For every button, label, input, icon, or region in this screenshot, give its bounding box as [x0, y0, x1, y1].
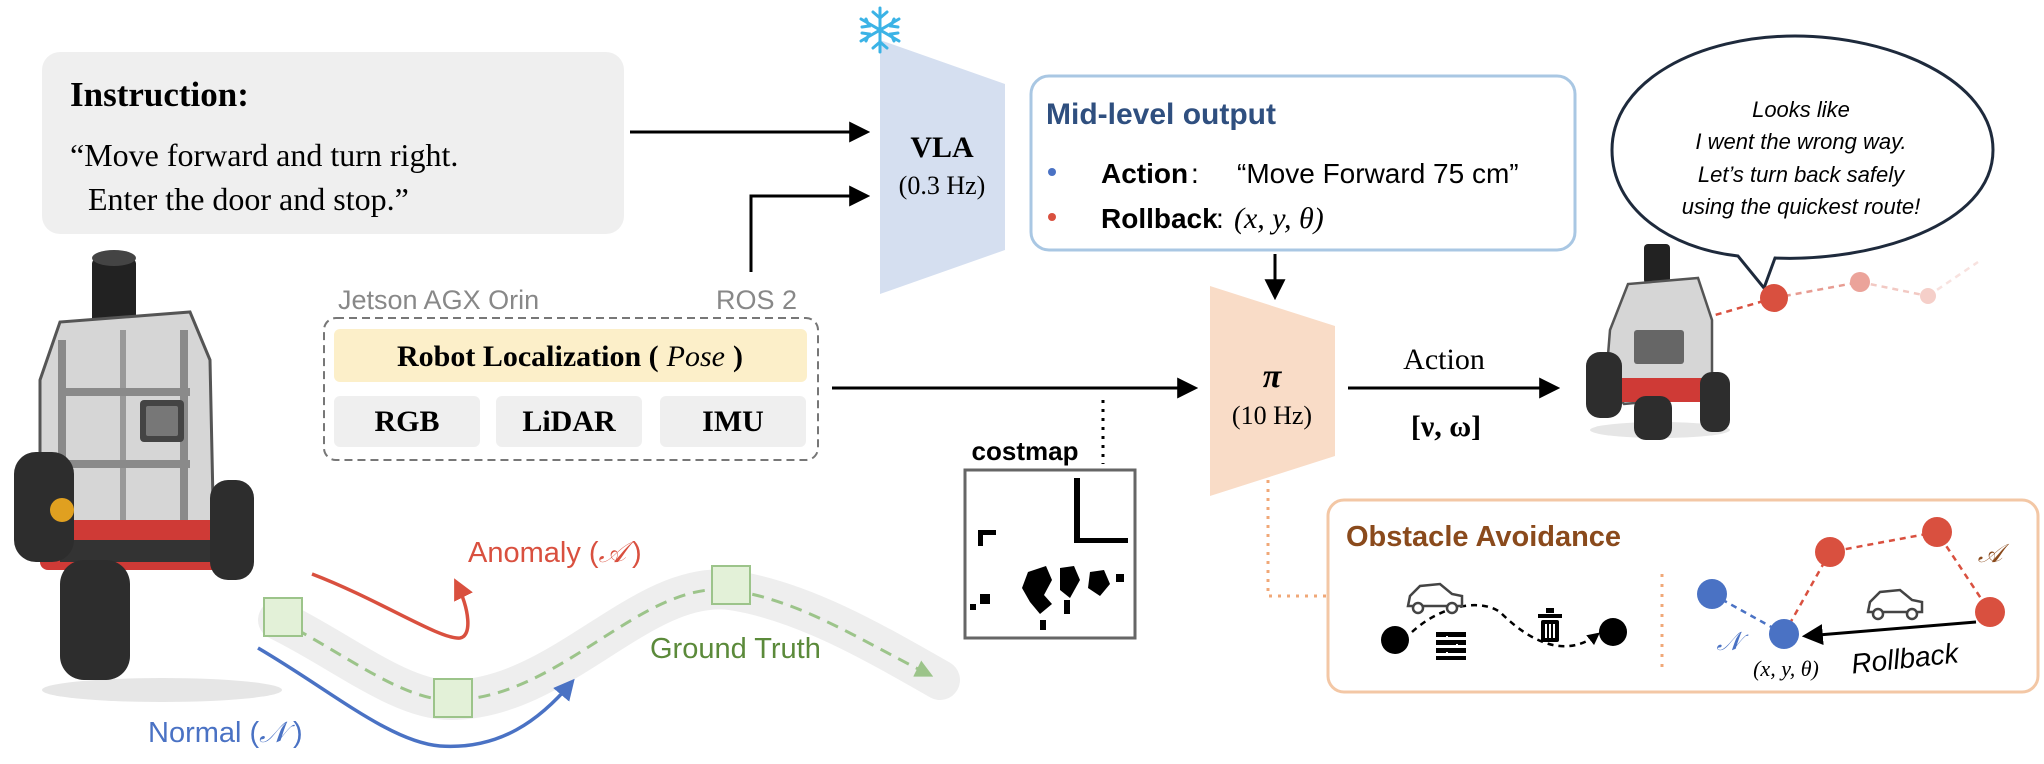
policy-block: π (10 Hz)	[1210, 286, 1335, 496]
obstacle-avoidance-box: Obstacle Avoidance	[1326, 498, 2040, 694]
start-node	[1381, 626, 1409, 654]
speech-line-2: I went the wrong way.	[1695, 129, 1906, 154]
costmap-image	[963, 468, 1137, 640]
ros2-label: ROS 2	[716, 285, 797, 315]
speech-line-4: using the quickest route!	[1682, 194, 1920, 219]
mid-level-rollback-label: Rollback	[1101, 203, 1218, 234]
policy-rate: (10 Hz)	[1232, 401, 1312, 430]
jetson-label: Jetson AGX Orin	[338, 285, 539, 315]
obstacle-pose: (x, y, θ)	[1753, 656, 1819, 681]
ground-truth-waypoint-2	[433, 678, 473, 718]
ground-truth-waypoint-1	[263, 597, 303, 637]
speech-line-3: Let’s turn back safely	[1698, 162, 1906, 187]
brick-wall-icon	[1436, 632, 1466, 660]
snowflake-icon	[859, 6, 901, 54]
policy-output-value: [ν, ω]	[1411, 410, 1481, 443]
anomaly-trajectory	[311, 572, 473, 640]
mid-level-rollback-value: (x, y, θ)	[1234, 202, 1324, 235]
anomaly-node-3	[1975, 597, 2005, 627]
vla-rate: (0.3 Hz)	[899, 171, 986, 200]
anomaly-node-2	[1922, 517, 1952, 547]
obstacle-title: Obstacle Avoidance	[1346, 521, 1621, 553]
rollback-waypoint-1	[1760, 284, 1788, 312]
anomaly-label: Anomaly (𝒜)	[468, 537, 642, 569]
mid-level-title: Mid-level output	[1046, 98, 1276, 131]
speech-bubble: Looks like I went the wrong way. Let’s t…	[1610, 34, 1995, 291]
rollback-waypoint-2	[1850, 272, 1870, 292]
instruction-box: Instruction: “Move forward and turn righ…	[42, 52, 624, 234]
rollback-trail	[1773, 280, 1861, 300]
policy-output-label: Action	[1403, 343, 1485, 376]
ground-truth-waypoint-3	[711, 565, 751, 605]
ground-truth-corridor	[258, 569, 960, 721]
costmap-label: costmap	[972, 436, 1079, 466]
mid-level-action-value: “Move Forward 75 cm”	[1237, 158, 1519, 189]
mid-level-rollback-colon: :	[1216, 203, 1224, 234]
car-icon	[1406, 582, 1464, 615]
trajectory-panel: Anomaly (𝒜) Normal (𝒩) Ground Truth	[148, 537, 960, 749]
localization-bar	[334, 329, 807, 382]
normal-trajectory	[257, 646, 575, 749]
vla-title: VLA	[910, 131, 974, 164]
instruction-line-1: “Move forward and turn right.	[70, 137, 458, 173]
ros-to-vla-arrow	[749, 185, 871, 272]
instruction-line-2: Enter the door and stop.”	[88, 181, 409, 217]
rollback-trail	[1927, 260, 1979, 298]
trash-can-icon	[1538, 608, 1562, 642]
rollback-target-node	[1769, 619, 1799, 649]
goal-node	[1599, 618, 1627, 646]
sensor-box: Robot Localization (Pose) RGB LiDAR IMU	[323, 317, 819, 461]
speech-line-1: Looks like	[1752, 97, 1850, 122]
imu-chip	[660, 396, 806, 447]
rgb-chip	[334, 396, 480, 447]
lidar-chip	[496, 396, 642, 447]
mid-level-action-label: Action	[1101, 158, 1188, 189]
normal-label: Normal (𝒩)	[148, 717, 303, 749]
localization-label: Robot Localization (Pose)	[397, 340, 743, 373]
lidar-label: LiDAR	[522, 405, 616, 438]
action-bullet	[1048, 168, 1056, 176]
mid-level-output-box: Mid-level output Action : “Move Forward …	[1029, 74, 1577, 252]
robot-image	[1586, 244, 1979, 440]
policy-symbol: π	[1263, 358, 1283, 395]
anomaly-dashed-path	[1782, 530, 1992, 635]
ground-truth-label: Ground Truth	[650, 633, 821, 665]
mid-level-action-colon: :	[1191, 158, 1199, 189]
policy-to-obstacle-connector	[1266, 480, 1328, 598]
anomaly-node-1	[1815, 537, 1845, 567]
imu-label: IMU	[702, 405, 764, 438]
rgb-label: RGB	[374, 405, 439, 438]
robot-image	[14, 250, 282, 702]
normal-node-left	[1697, 579, 1727, 609]
rollback-trail	[1859, 280, 1929, 298]
rollback-arrow	[1801, 620, 1977, 646]
rollback-waypoint-3	[1920, 288, 1936, 304]
instruction-heading: Instruction:	[70, 75, 249, 114]
avoid-path	[1411, 604, 1600, 648]
car-icon	[1866, 588, 1924, 621]
rollback-bullet	[1048, 213, 1056, 221]
vla-block: VLA (0.3 Hz)	[880, 40, 1005, 294]
